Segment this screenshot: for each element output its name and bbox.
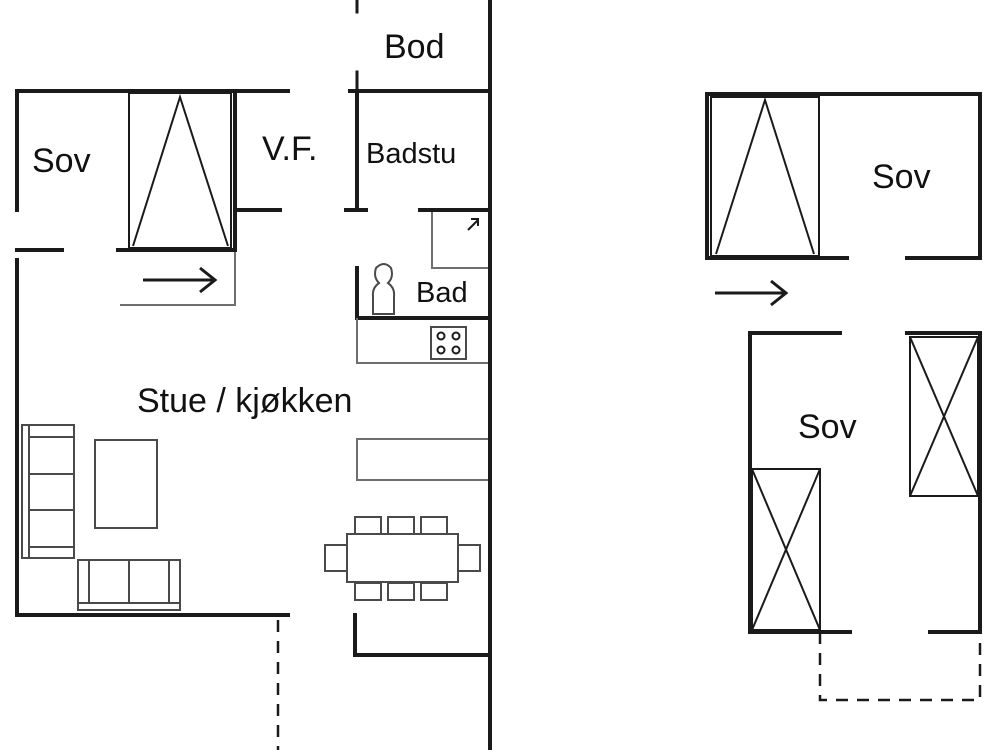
balcony-outline [818, 632, 982, 702]
upper-wardrobe-top [710, 96, 820, 257]
wardrobe-triangle [132, 93, 229, 247]
upper-cabinet-left [751, 468, 821, 631]
label-stue-kjokken: Stue / kjøkken [137, 382, 352, 420]
upper-cabinet-right [909, 336, 979, 497]
ground-floor [15, 0, 492, 750]
sofa-vertical [21, 424, 75, 559]
shelf-outline [120, 252, 236, 306]
shower-drain-icon [467, 219, 479, 231]
chair [387, 516, 415, 535]
toilet-icon [371, 263, 396, 315]
chair [387, 582, 415, 601]
upper-wardrobe-triangle [715, 96, 815, 255]
stove-burner [451, 331, 461, 341]
kitchen-island [356, 438, 488, 481]
shower-drain-head [471, 218, 479, 226]
upper-floor [705, 92, 982, 702]
stove-burner [436, 331, 446, 341]
label-bod: Bod [384, 28, 445, 66]
label-bad: Bad [416, 277, 468, 309]
cabinet-cross [751, 468, 821, 631]
label-sov-right-bottom: Sov [798, 408, 857, 446]
coffee-table [94, 439, 158, 529]
label-sov-left: Sov [32, 142, 91, 180]
chair [354, 582, 382, 601]
chair [354, 516, 382, 535]
wardrobe [128, 92, 232, 249]
cabinet-cross [909, 336, 979, 497]
stove-burner [436, 345, 446, 355]
kitchen-counter [356, 318, 488, 364]
label-badstu: Badstu [366, 138, 456, 170]
label-sov-right-top: Sov [872, 158, 931, 196]
chair [324, 544, 348, 572]
arrow-head-left [199, 266, 218, 294]
dining-table [346, 533, 459, 583]
chair [457, 544, 481, 572]
stove-burner [451, 345, 461, 355]
chair [420, 582, 448, 601]
stove-icon [430, 326, 467, 360]
arrow-head-right [770, 279, 789, 307]
chair [420, 516, 448, 535]
shower-outline [431, 212, 488, 269]
label-vf: V.F. [262, 130, 317, 168]
